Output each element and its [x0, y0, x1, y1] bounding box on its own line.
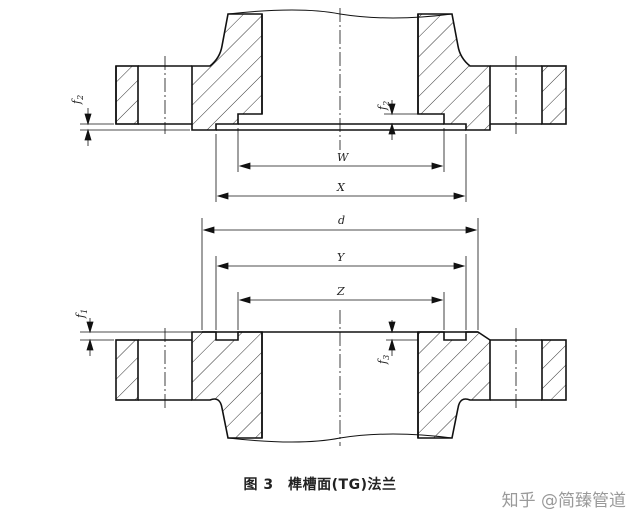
dim-label-X: X	[336, 181, 346, 194]
dim-label-f1: f1	[74, 309, 89, 319]
bottom-flange	[115, 331, 567, 443]
watermark: 知乎 @简臻管道	[501, 491, 626, 511]
top-dimensions	[80, 100, 467, 202]
top-centerlines	[164, 8, 517, 150]
dim-label-f2-right: f2	[376, 101, 391, 111]
top-tongue-face	[216, 123, 466, 131]
dim-label-Y: Y	[337, 251, 346, 264]
bottom-left-hub	[191, 331, 263, 439]
dim-label-d: d	[338, 214, 345, 227]
top-left-outer-ring	[115, 65, 139, 125]
figure-caption: 图 3 榫槽面(TG)法兰	[243, 477, 397, 493]
bottom-dimensions	[80, 218, 479, 356]
dim-label-f3: f3	[376, 355, 391, 365]
top-right-hub	[417, 13, 491, 131]
top-right-outer-ring	[541, 65, 567, 125]
dim-label-W: W	[337, 151, 350, 164]
bottom-right-outer-ring	[541, 339, 567, 401]
top-left-hub	[191, 13, 263, 131]
dim-label-Z: Z	[336, 285, 345, 298]
bottom-centerlines	[164, 310, 517, 446]
dim-label-f2-left: f2	[70, 95, 85, 105]
bottom-right-hub	[417, 331, 491, 439]
bottom-left-outer-ring	[115, 339, 139, 401]
top-flange	[115, 9, 567, 131]
